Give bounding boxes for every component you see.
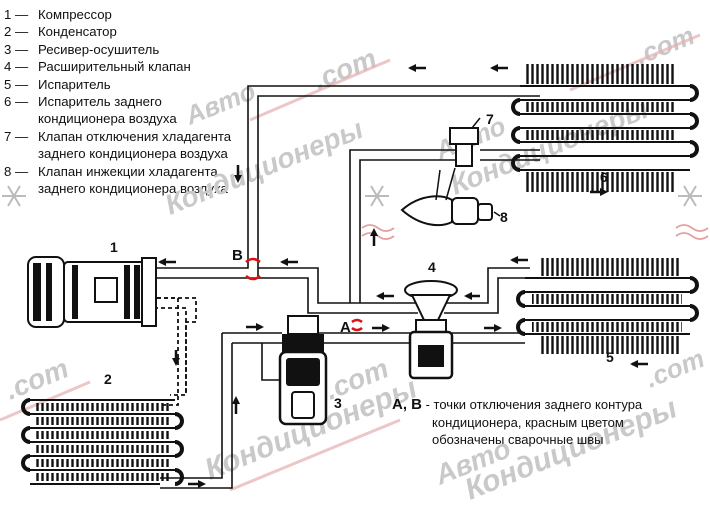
rear-evaporator: [511, 64, 699, 192]
condenser: [21, 398, 184, 486]
decor-waves: [361, 224, 709, 240]
label-b: B: [232, 247, 243, 264]
flow-arrows: [158, 64, 648, 488]
legend-item-5: 5 — Испаритель: [4, 76, 239, 93]
legend-text: Компрессор: [38, 7, 112, 22]
legend-text: Конденсатор: [38, 24, 117, 40]
label-7: 7: [486, 111, 494, 127]
legend-item-8: 8 — Клапан инжекции хладагента заднего к…: [4, 163, 239, 198]
footnote-letters: A, B: [392, 396, 422, 413]
footnote: A, B - точки отключения заднего контура …: [392, 396, 702, 449]
legend-item-7: 7 — Клапан отключения хладагента заднего…: [4, 128, 239, 163]
weld-point-b: [245, 257, 261, 263]
legend-number: 8 —: [4, 163, 32, 179]
legend-item-4: 4 — Расширительный клапан: [4, 58, 239, 75]
legend-number: 7 —: [4, 128, 32, 144]
legend-item-3: 3 — Ресивер-осушитель: [4, 41, 239, 58]
footnote-line-3: обозначены сварочные швы: [432, 432, 604, 447]
snowflake-icon: [2, 185, 702, 207]
legend-text: Испаритель заднего кондиционера воздуха: [38, 94, 177, 127]
legend-number: 3 —: [4, 41, 32, 57]
label-4: 4: [428, 259, 436, 275]
legend-item-6: 6 — Испаритель заднего кондиционера возд…: [4, 93, 239, 128]
legend-number: 5 —: [4, 76, 32, 92]
weld-points: [245, 257, 363, 332]
component-labels: 1 2 3 4 5 6 7 8 A B: [104, 111, 614, 411]
label-1: 1: [110, 239, 118, 255]
compressor: [27, 256, 157, 328]
legend: 1 — Компрессор 2 — Конденсатор 3 — Ресив…: [4, 6, 239, 197]
legend-text: Клапан отключения хладагента заднего кон…: [38, 128, 232, 162]
legend-item-2: 2 — Конденсатор: [4, 23, 239, 40]
watermark-text: .com: [1, 352, 73, 405]
legend-number: 4 —: [4, 59, 32, 75]
footnote-line-2: кондиционера, красным цветом: [432, 414, 624, 430]
receiver-drier: [278, 315, 328, 426]
legend-text: Ресивер-осушитель: [38, 41, 160, 57]
legend-text: Испаритель: [38, 76, 111, 92]
legend-number: 6 —: [4, 94, 32, 110]
label-2: 2: [104, 371, 112, 387]
legend-number: 2 —: [4, 24, 32, 40]
legend-item-1: 1 — Компрессор: [4, 6, 239, 23]
pipes: [150, 85, 540, 489]
shutoff-valve: [449, 117, 481, 167]
label-3: 3: [334, 395, 342, 411]
legend-number: 1 —: [4, 7, 32, 22]
injection-valve: [400, 167, 501, 227]
weld-point-a: [351, 318, 363, 332]
label-5: 5: [606, 349, 614, 365]
front-evaporator: [516, 258, 699, 354]
label-6: 6: [600, 169, 608, 185]
legend-text: Расширительный клапан: [38, 59, 191, 75]
watermark-text: .com: [631, 20, 699, 71]
expansion-valve: [404, 280, 458, 380]
label-8: 8: [500, 209, 508, 225]
footnote-line-1: - точки отключения заднего контура: [422, 397, 643, 412]
label-a: A: [340, 319, 351, 336]
legend-text: Клапан инжекции хладагента заднего конди…: [38, 163, 228, 197]
